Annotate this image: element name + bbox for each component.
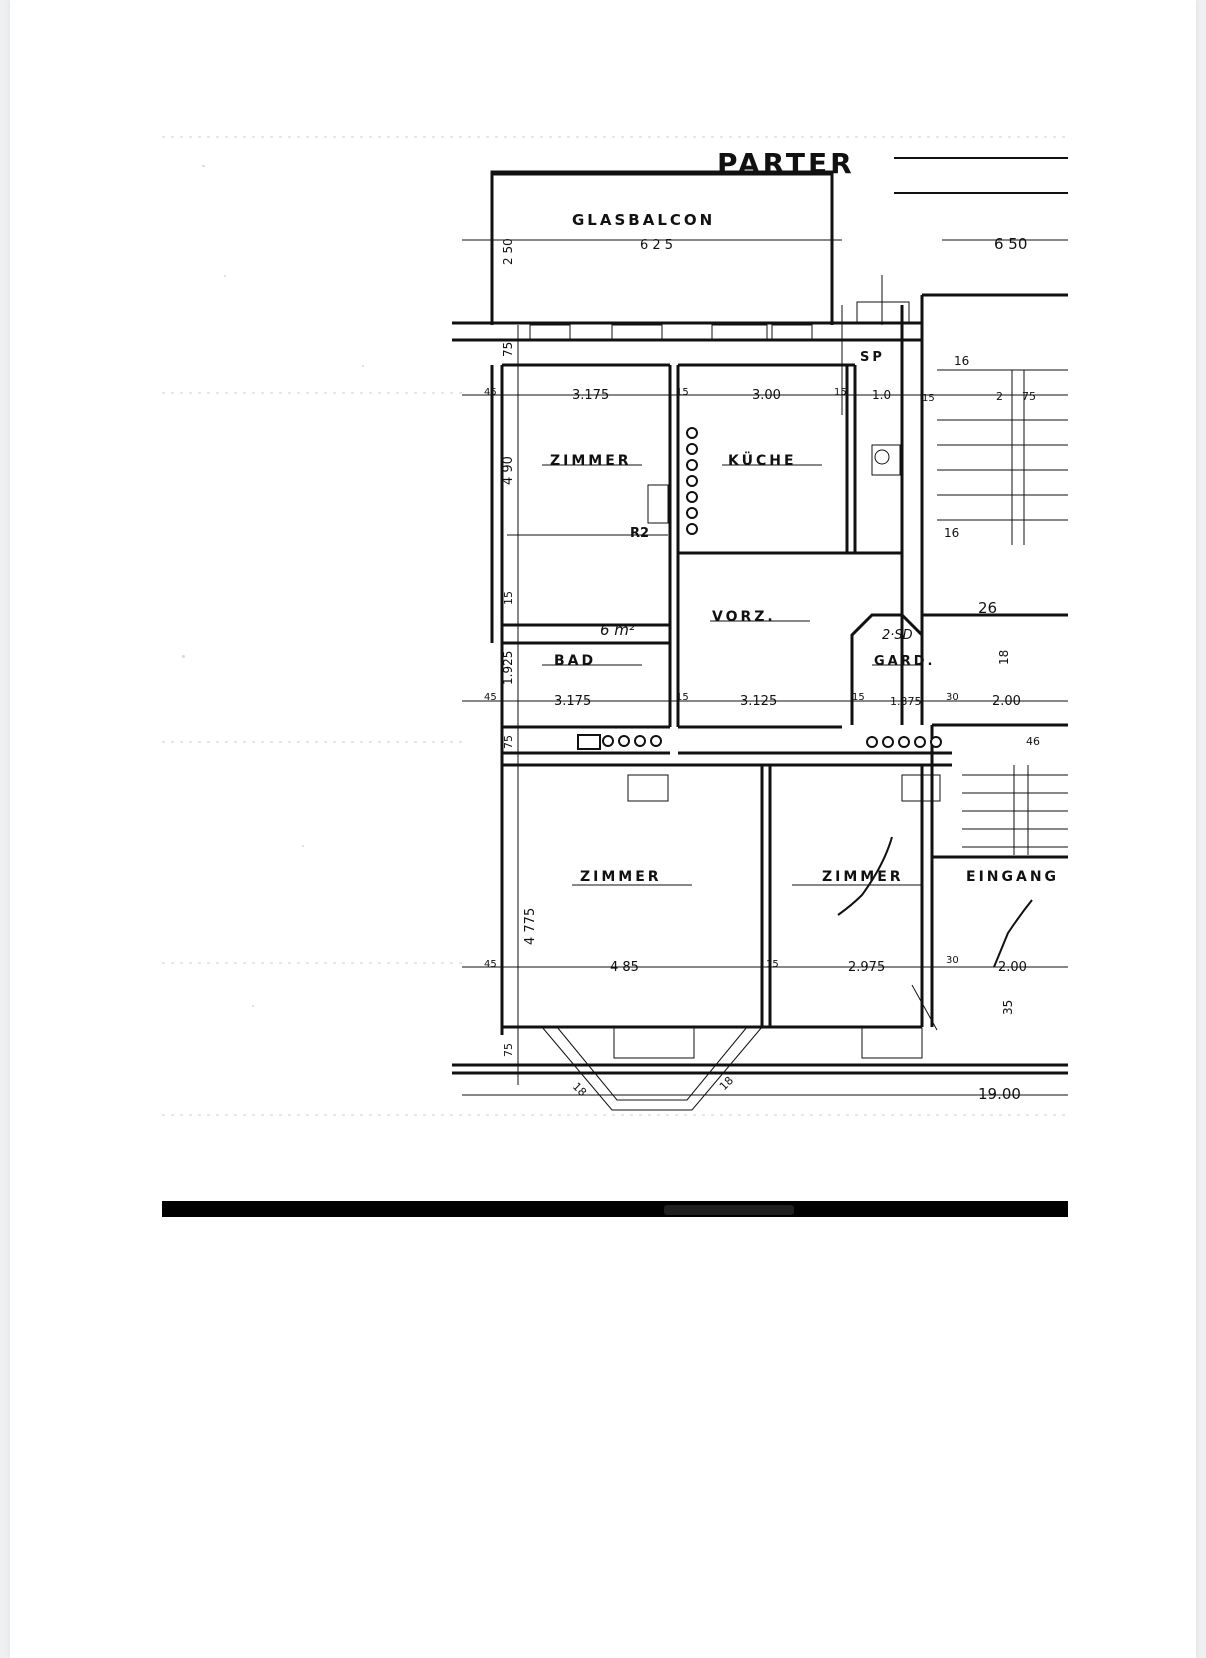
dim-top-right: 6 50 bbox=[994, 235, 1027, 253]
room-label-zimmer-bottom-left: ZIMMER bbox=[580, 869, 662, 885]
dim-stair-75: 75 bbox=[1022, 390, 1036, 403]
room-label-zimmer-bottom-mid: ZIMMER bbox=[822, 869, 904, 885]
dim-wall-75-bottom: 75 bbox=[502, 1043, 515, 1057]
dim-wall-15-c: 15 bbox=[922, 393, 935, 404]
dim-z2-width: 4 85 bbox=[610, 960, 639, 975]
floor-plan: PARTER GLASBALCON ZIMMER KÜCHE SP VORZ. … bbox=[162, 136, 1068, 1116]
room-label-kueche: KÜCHE bbox=[728, 451, 797, 469]
room-label-glasbalcon: GLASBALCON bbox=[572, 211, 715, 229]
room-label-gard: GARD. bbox=[874, 654, 935, 669]
dim-35: 35 bbox=[1001, 1000, 1015, 1015]
gard-size-note: 2·SD bbox=[882, 628, 913, 643]
dim-wall-15-mid: 15 bbox=[502, 591, 515, 605]
room-label-bad: BAD bbox=[554, 653, 596, 669]
dim-gard-width: 1.375 bbox=[890, 695, 922, 708]
dim-stair-16-b: 16 bbox=[944, 526, 959, 540]
paper-speckle bbox=[302, 845, 304, 847]
dim-wall-45-c: 45 bbox=[484, 959, 497, 970]
paper-speckle bbox=[182, 655, 185, 658]
dim-26: 26 bbox=[978, 599, 997, 617]
dim-18: 18 bbox=[997, 650, 1011, 665]
dim-46: 46 bbox=[1026, 735, 1040, 748]
dim-z3-width: 2.975 bbox=[848, 960, 885, 975]
dim-sp-width: 1.0 bbox=[872, 388, 891, 402]
dim-total-width: 19.00 bbox=[978, 1085, 1021, 1103]
dim-balcon-width: 6 2 5 bbox=[640, 238, 673, 253]
dim-bay-a: 18 bbox=[570, 1080, 589, 1099]
dim-wall-45-a: 45 bbox=[484, 387, 497, 398]
dim-z1-height: 4 90 bbox=[501, 456, 516, 485]
paper-speckle bbox=[252, 1005, 254, 1007]
paper-speckle bbox=[224, 275, 226, 277]
dim-stair-16-a: 16 bbox=[954, 354, 969, 368]
dim-balcon-depth: 2 50 bbox=[501, 238, 515, 265]
dim-stair-2: 2 bbox=[996, 390, 1003, 403]
document-page: PARTER GLASBALCON ZIMMER KÜCHE SP VORZ. … bbox=[10, 0, 1196, 1658]
dim-30-a: 30 bbox=[946, 692, 959, 703]
dim-wall-15-b: 15 bbox=[834, 387, 847, 398]
dim-vorz-width: 3.125 bbox=[740, 694, 777, 709]
dim-z2-height: 4 775 bbox=[523, 908, 538, 945]
room-label-sp: SP bbox=[860, 350, 885, 365]
dim-2-00-a: 2.00 bbox=[992, 694, 1021, 709]
r2-note: R2 bbox=[630, 526, 649, 541]
scrollbar-thumb[interactable] bbox=[664, 1205, 794, 1215]
room-label-zimmer-top: ZIMMER bbox=[550, 453, 632, 469]
paper-speckle bbox=[362, 365, 364, 367]
horizontal-scrollbar[interactable] bbox=[162, 1201, 1068, 1217]
dim-wall-15-d: 15 bbox=[676, 692, 689, 703]
room-label-eingang: EINGANG bbox=[966, 869, 1059, 885]
dim-wall-75-mid: 75 bbox=[502, 735, 515, 749]
image-viewport[interactable]: PARTER GLASBALCON ZIMMER KÜCHE SP VORZ. … bbox=[162, 125, 1068, 1138]
dim-wall-15-e: 15 bbox=[852, 692, 865, 703]
dim-bad-height: 1.925 bbox=[501, 651, 515, 685]
dim-wall-15-f: 15 bbox=[766, 959, 779, 970]
dim-z1-width: 3.175 bbox=[572, 388, 609, 403]
dim-30-b: 30 bbox=[946, 955, 959, 966]
dim-wall-45-b: 45 bbox=[484, 692, 497, 703]
dim-wall-75-top: 75 bbox=[501, 342, 515, 357]
paper-speckle bbox=[202, 165, 205, 167]
bad-area-note: 6 m² bbox=[600, 621, 635, 639]
plan-title: PARTER bbox=[717, 147, 855, 180]
dim-k-width: 3.00 bbox=[752, 388, 781, 403]
dim-wall-15-a: 15 bbox=[676, 387, 689, 398]
dim-2-00-b: 2.00 bbox=[998, 960, 1027, 975]
dim-bad-width: 3.175 bbox=[554, 694, 591, 709]
room-label-vorz: VORZ. bbox=[712, 609, 776, 625]
